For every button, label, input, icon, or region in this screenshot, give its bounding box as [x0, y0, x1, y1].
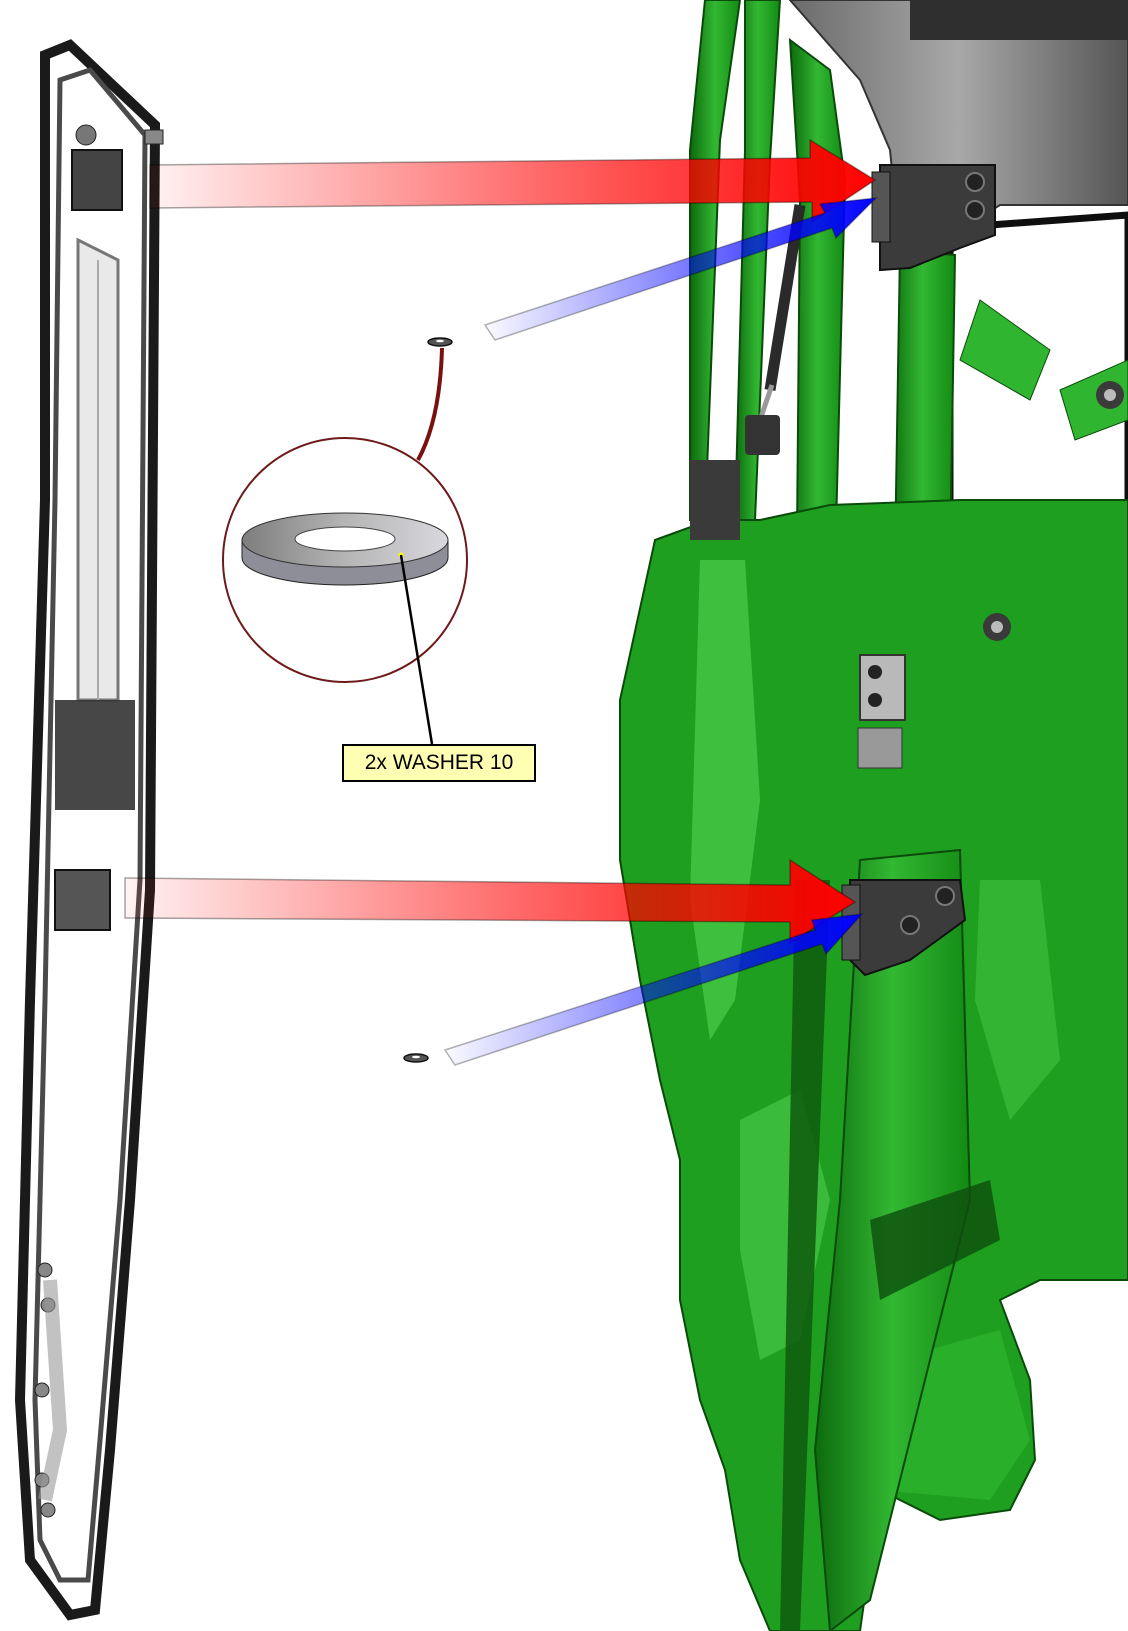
lower-blue-arrow [443, 913, 864, 1066]
upper-red-arrow [149, 138, 877, 224]
washer-upper [427, 337, 453, 347]
door-panel [14, 39, 164, 1621]
label-leader [399, 554, 434, 745]
upper-hinge [871, 164, 996, 272]
upper-blue-arrow [483, 197, 879, 341]
washer-lower [403, 1053, 429, 1063]
cab-frame [619, 0, 1128, 1631]
gas-strut [690, 204, 906, 769]
washer-callout-label: 2x WASHER 10 [342, 744, 536, 782]
washer-icon [241, 512, 449, 586]
detail-magnifier [222, 437, 468, 683]
detail-leader [416, 347, 444, 461]
